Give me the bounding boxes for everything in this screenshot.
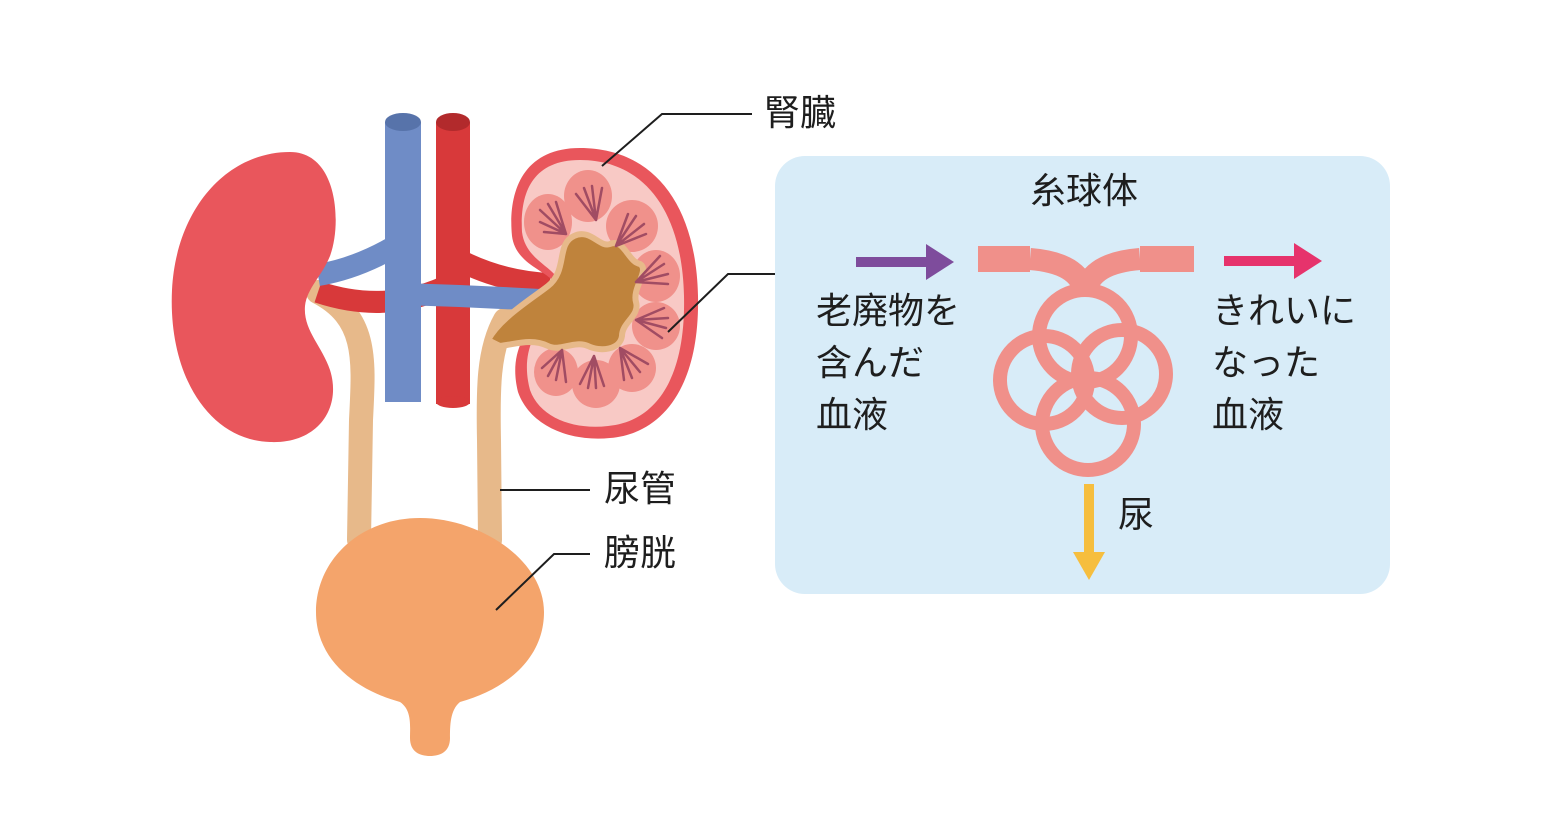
aorta-bottom [436, 396, 470, 408]
input-arrow [856, 244, 954, 280]
kidney-label: 腎臓 [764, 93, 837, 134]
right-renal-vein [401, 283, 541, 311]
kidney-leader [601, 113, 752, 167]
output-arrow [1224, 243, 1322, 279]
glomerulus [978, 246, 1194, 477]
bladder-leader [495, 553, 590, 611]
right-ureter [476, 308, 517, 552]
bladder [316, 518, 544, 756]
aorta-top [436, 113, 470, 131]
vena-cava [385, 122, 421, 402]
urine-arrow [1073, 484, 1105, 580]
panel-title: 糸球体 [1030, 171, 1139, 212]
input-blood-label: 老廃物を 含んだ 血液 [816, 291, 961, 436]
urine-label: 尿 [1118, 495, 1155, 536]
aorta [436, 122, 470, 404]
panel-leader [667, 273, 775, 333]
bladder-label: 膀胱 [604, 533, 677, 574]
ureter-label: 尿管 [604, 469, 677, 510]
right-kidney [485, 148, 699, 439]
left-kidney [171, 152, 336, 443]
output-blood-label: きれいに なった 血液 [1212, 291, 1357, 436]
vena-cava-top [385, 113, 421, 131]
